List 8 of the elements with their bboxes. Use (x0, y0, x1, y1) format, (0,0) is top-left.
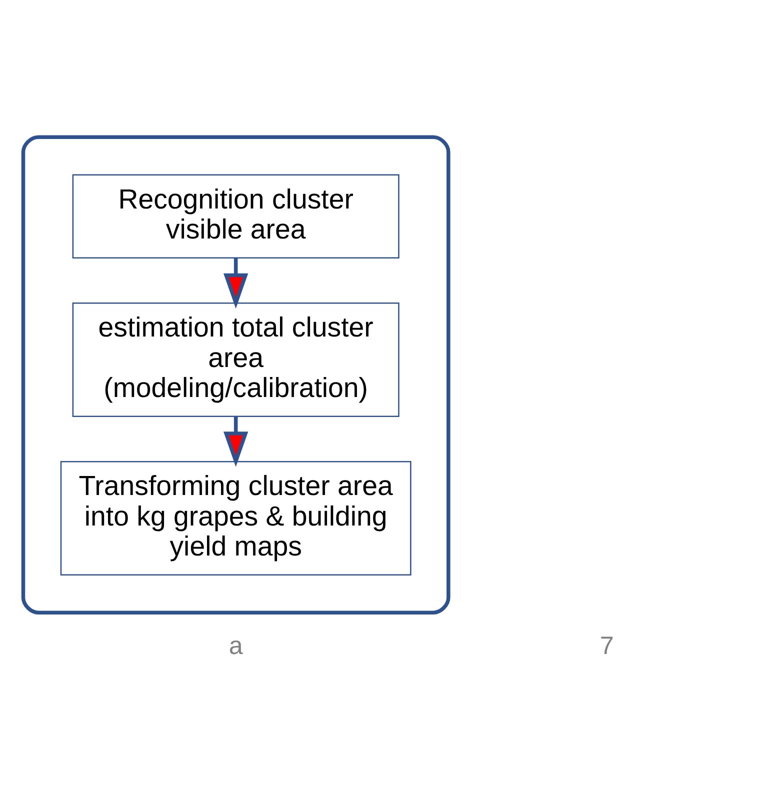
label: 7 (600, 632, 614, 660)
node-box: Recognition cluster visible area (72, 174, 400, 258)
node-box: Transforming cluster area into kg grapes & building yield maps (60, 461, 412, 576)
cluster (21, 135, 450, 614)
node-box: estimation total cluster area (modeling/calibration) (72, 302, 400, 417)
arrow (223, 258, 248, 309)
arrow (223, 416, 248, 467)
label: a (228, 632, 243, 660)
